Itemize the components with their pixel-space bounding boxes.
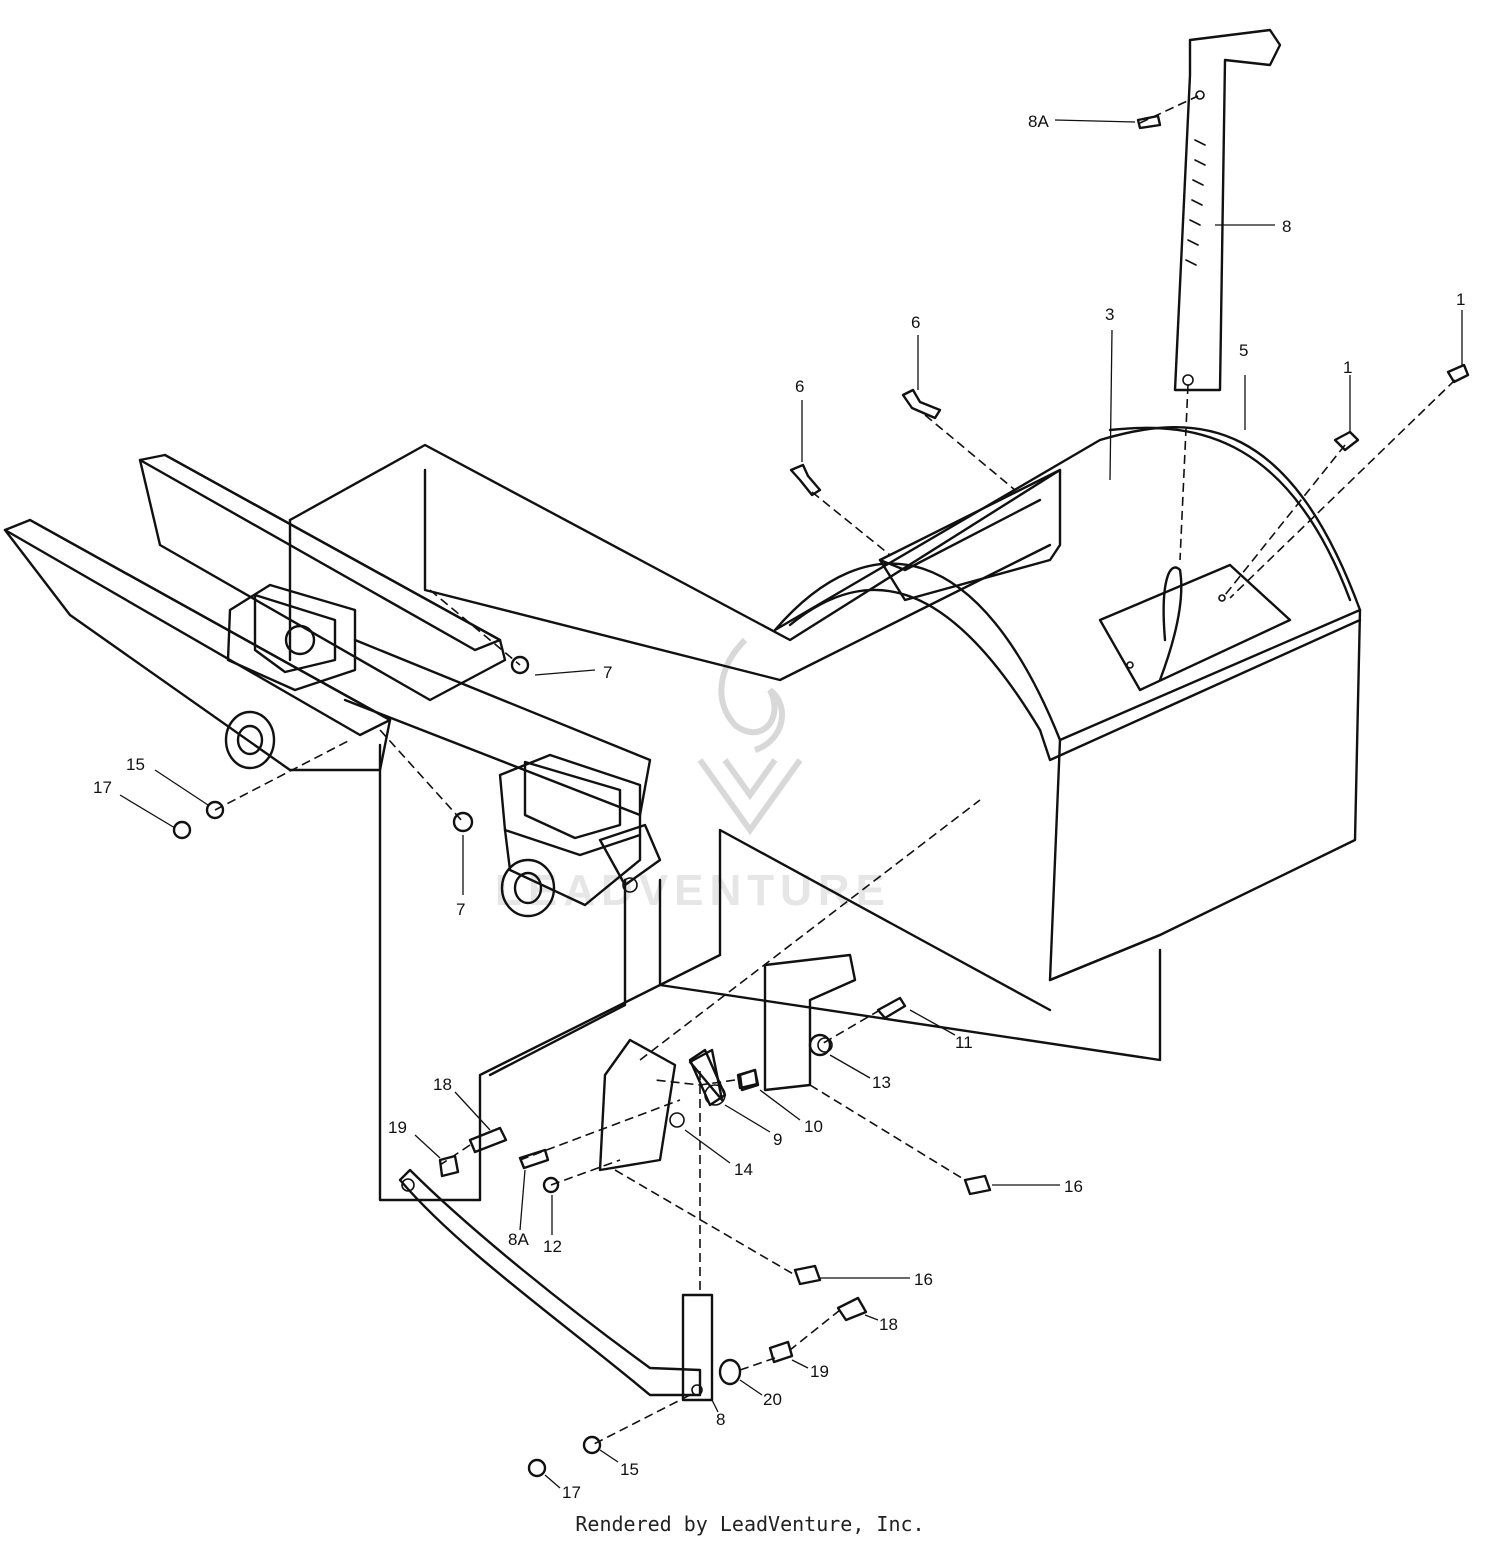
callout-5: 5 (1239, 341, 1248, 360)
callout-6-upper: 6 (911, 313, 920, 332)
callout-17-lower: 17 (562, 1483, 581, 1502)
callout-20: 20 (763, 1390, 782, 1409)
gearbox-right (498, 753, 662, 918)
callout-15-upper: 15 (126, 755, 145, 774)
lower-brackets (598, 953, 857, 1172)
callout-10: 10 (804, 1117, 823, 1136)
depth-bar-lower (398, 1070, 742, 1402)
callout-16-right: 16 (1064, 1177, 1083, 1196)
callout-12: 12 (543, 1237, 562, 1256)
callout-8-lower: 8 (716, 1410, 725, 1429)
callout-7-lower: 7 (456, 900, 465, 919)
callout-6-lower: 6 (795, 377, 804, 396)
callout-18-lower: 18 (879, 1315, 898, 1334)
callout-13: 13 (872, 1073, 891, 1092)
watermark-logo: LEADVENTURE (495, 637, 891, 915)
callout-labels: 1 1 3 5 6 6 7 7 8 8 8A 8A 9 10 11 12 13 … (93, 112, 1465, 1502)
callout-18-upper: 18 (433, 1075, 452, 1094)
shield-flap (878, 468, 1062, 602)
callout-11: 11 (955, 1033, 973, 1052)
callout-17-upper: 17 (93, 778, 112, 797)
watermark-text: LEADVENTURE (495, 866, 891, 915)
callout-16-lower: 16 (914, 1270, 933, 1289)
hardware (172, 114, 1470, 1478)
callout-8A-upper: 8A (1028, 112, 1049, 131)
footer-credit: Rendered by LeadVenture, Inc. (575, 1512, 925, 1536)
callout-8A-lower: 8A (508, 1230, 529, 1249)
callout-7-upper: 7 (603, 663, 612, 682)
frame-outline (288, 443, 1162, 1202)
callout-3: 3 (1105, 305, 1114, 324)
callout-19-lower: 19 (810, 1362, 829, 1381)
tine-shield (773, 425, 1362, 982)
depth-bar-top (1173, 28, 1282, 561)
assembly-lines (214, 95, 1456, 1446)
leader-lines (119, 119, 1463, 1489)
callout-1-right: 1 (1456, 290, 1465, 309)
callout-14: 14 (734, 1160, 753, 1179)
callout-1-left: 1 (1343, 358, 1352, 377)
callout-8-upper: 8 (1282, 217, 1291, 236)
callout-9: 9 (773, 1130, 782, 1149)
callout-19-upper: 19 (388, 1118, 407, 1137)
callout-15-lower: 15 (620, 1460, 639, 1479)
gearbox-left (224, 583, 652, 817)
